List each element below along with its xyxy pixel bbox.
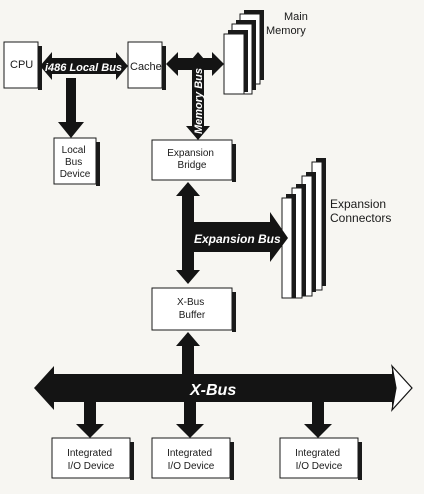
io-device-3-arrow [304, 402, 332, 438]
io-device-1-label: Integrated I/O Device [67, 448, 115, 472]
expansion-bridge-label-line1: Expansion [167, 148, 214, 159]
xbus-buffer-box: X-Bus Buffer [151, 287, 236, 332]
cache-box: Cache [127, 41, 166, 90]
io-device-3-label-line1: Integrated [295, 448, 340, 459]
io-device-2-box: Integrated I/O Device [151, 437, 234, 480]
xbus-buffer-label-line1: X-Bus [177, 297, 204, 308]
xbus-buffer-label-line2: Buffer [179, 310, 206, 321]
memory-bus-arrow: Memory Bus [186, 52, 210, 140]
expansion-bus-vertical-arrow [176, 182, 200, 284]
expansion-connectors-label: Expansion Connectors [330, 197, 391, 225]
local-bus-device-label-line3: Device [60, 169, 91, 180]
io-device-3-box: Integrated I/O Device [279, 437, 362, 480]
local-bus-device-label: Local Bus Device [60, 145, 91, 180]
expansion-connectors-stack [281, 158, 326, 299]
xbus-buffer-label: X-Bus Buffer [177, 297, 207, 321]
local-bus-label: i486 Local Bus [45, 62, 122, 74]
io-device-3-label-line2: I/O Device [296, 461, 343, 472]
expansion-bus-arrow: Expansion Bus [190, 212, 288, 262]
x-bus-arrow: X-Bus [34, 364, 413, 412]
expansion-bridge-label-line2: Bridge [178, 160, 207, 171]
cache-label: Cache [130, 61, 162, 73]
io-device-3-label: Integrated I/O Device [295, 448, 343, 472]
local-bus-device-arrow [58, 78, 84, 138]
expansion-connectors-label-line2: Connectors [330, 211, 391, 225]
main-memory-stack [223, 10, 264, 95]
expansion-connectors-label-line1: Expansion [330, 197, 386, 211]
io-device-2-label-line2: I/O Device [168, 461, 215, 472]
io-device-1-label-line1: Integrated [67, 448, 112, 459]
memory-bus-label: Memory Bus [193, 68, 205, 134]
local-bus-device-label-line1: Local [62, 145, 86, 156]
cpu-box: CPU [3, 41, 42, 90]
local-bus-device-label-line2: Bus [65, 157, 82, 168]
io-device-1-arrow [76, 402, 104, 438]
cpu-label: CPU [10, 59, 33, 71]
main-memory-label-line1: Main [284, 11, 308, 23]
io-device-1-box: Integrated I/O Device [51, 437, 134, 480]
io-device-2-label: Integrated I/O Device [167, 448, 215, 472]
expansion-bus-label: Expansion Bus [194, 232, 281, 246]
expansion-bridge-label: Expansion Bridge [167, 148, 216, 171]
local-bus-arrow: i486 Local Bus [40, 52, 128, 80]
main-memory-label: Main Memory [266, 11, 311, 37]
io-device-2-arrow [176, 402, 204, 438]
io-device-1-label-line2: I/O Device [68, 461, 115, 472]
local-bus-device-box: Local Bus Device [53, 137, 100, 186]
io-device-2-label-line1: Integrated [167, 448, 212, 459]
x-bus-label: X-Bus [189, 382, 236, 399]
main-memory-label-line2: Memory [266, 25, 306, 37]
expansion-bridge-box: Expansion Bridge [151, 139, 236, 182]
